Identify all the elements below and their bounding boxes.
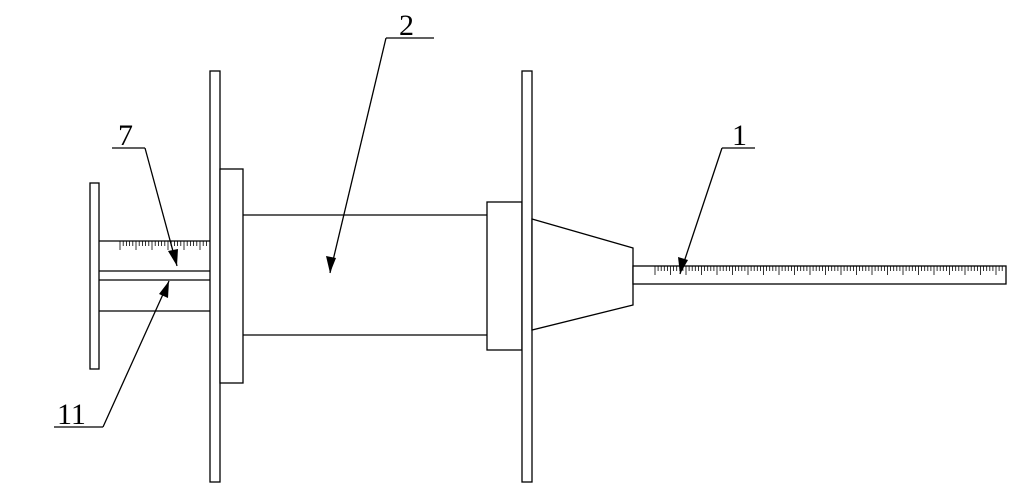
right-scale-rod (632, 265, 1007, 285)
right-hub-block (486, 201, 523, 351)
left-flange-plate (209, 70, 221, 483)
label-part-11: 11 (57, 398, 86, 431)
left-scale-ticks (119, 241, 207, 250)
right-flange-plate (521, 70, 533, 483)
label-part-7: 7 (118, 119, 133, 152)
left-rod-assembly (99, 240, 210, 312)
left-hub-block (219, 168, 244, 384)
left-end-plate (89, 182, 100, 370)
right-scale-ticks (654, 266, 1003, 275)
label-part-2: 2 (399, 9, 414, 42)
leader-lines (54, 37, 755, 428)
label-part-1: 1 (732, 119, 747, 152)
main-body (243, 214, 487, 336)
tapered-cone (531, 218, 634, 331)
